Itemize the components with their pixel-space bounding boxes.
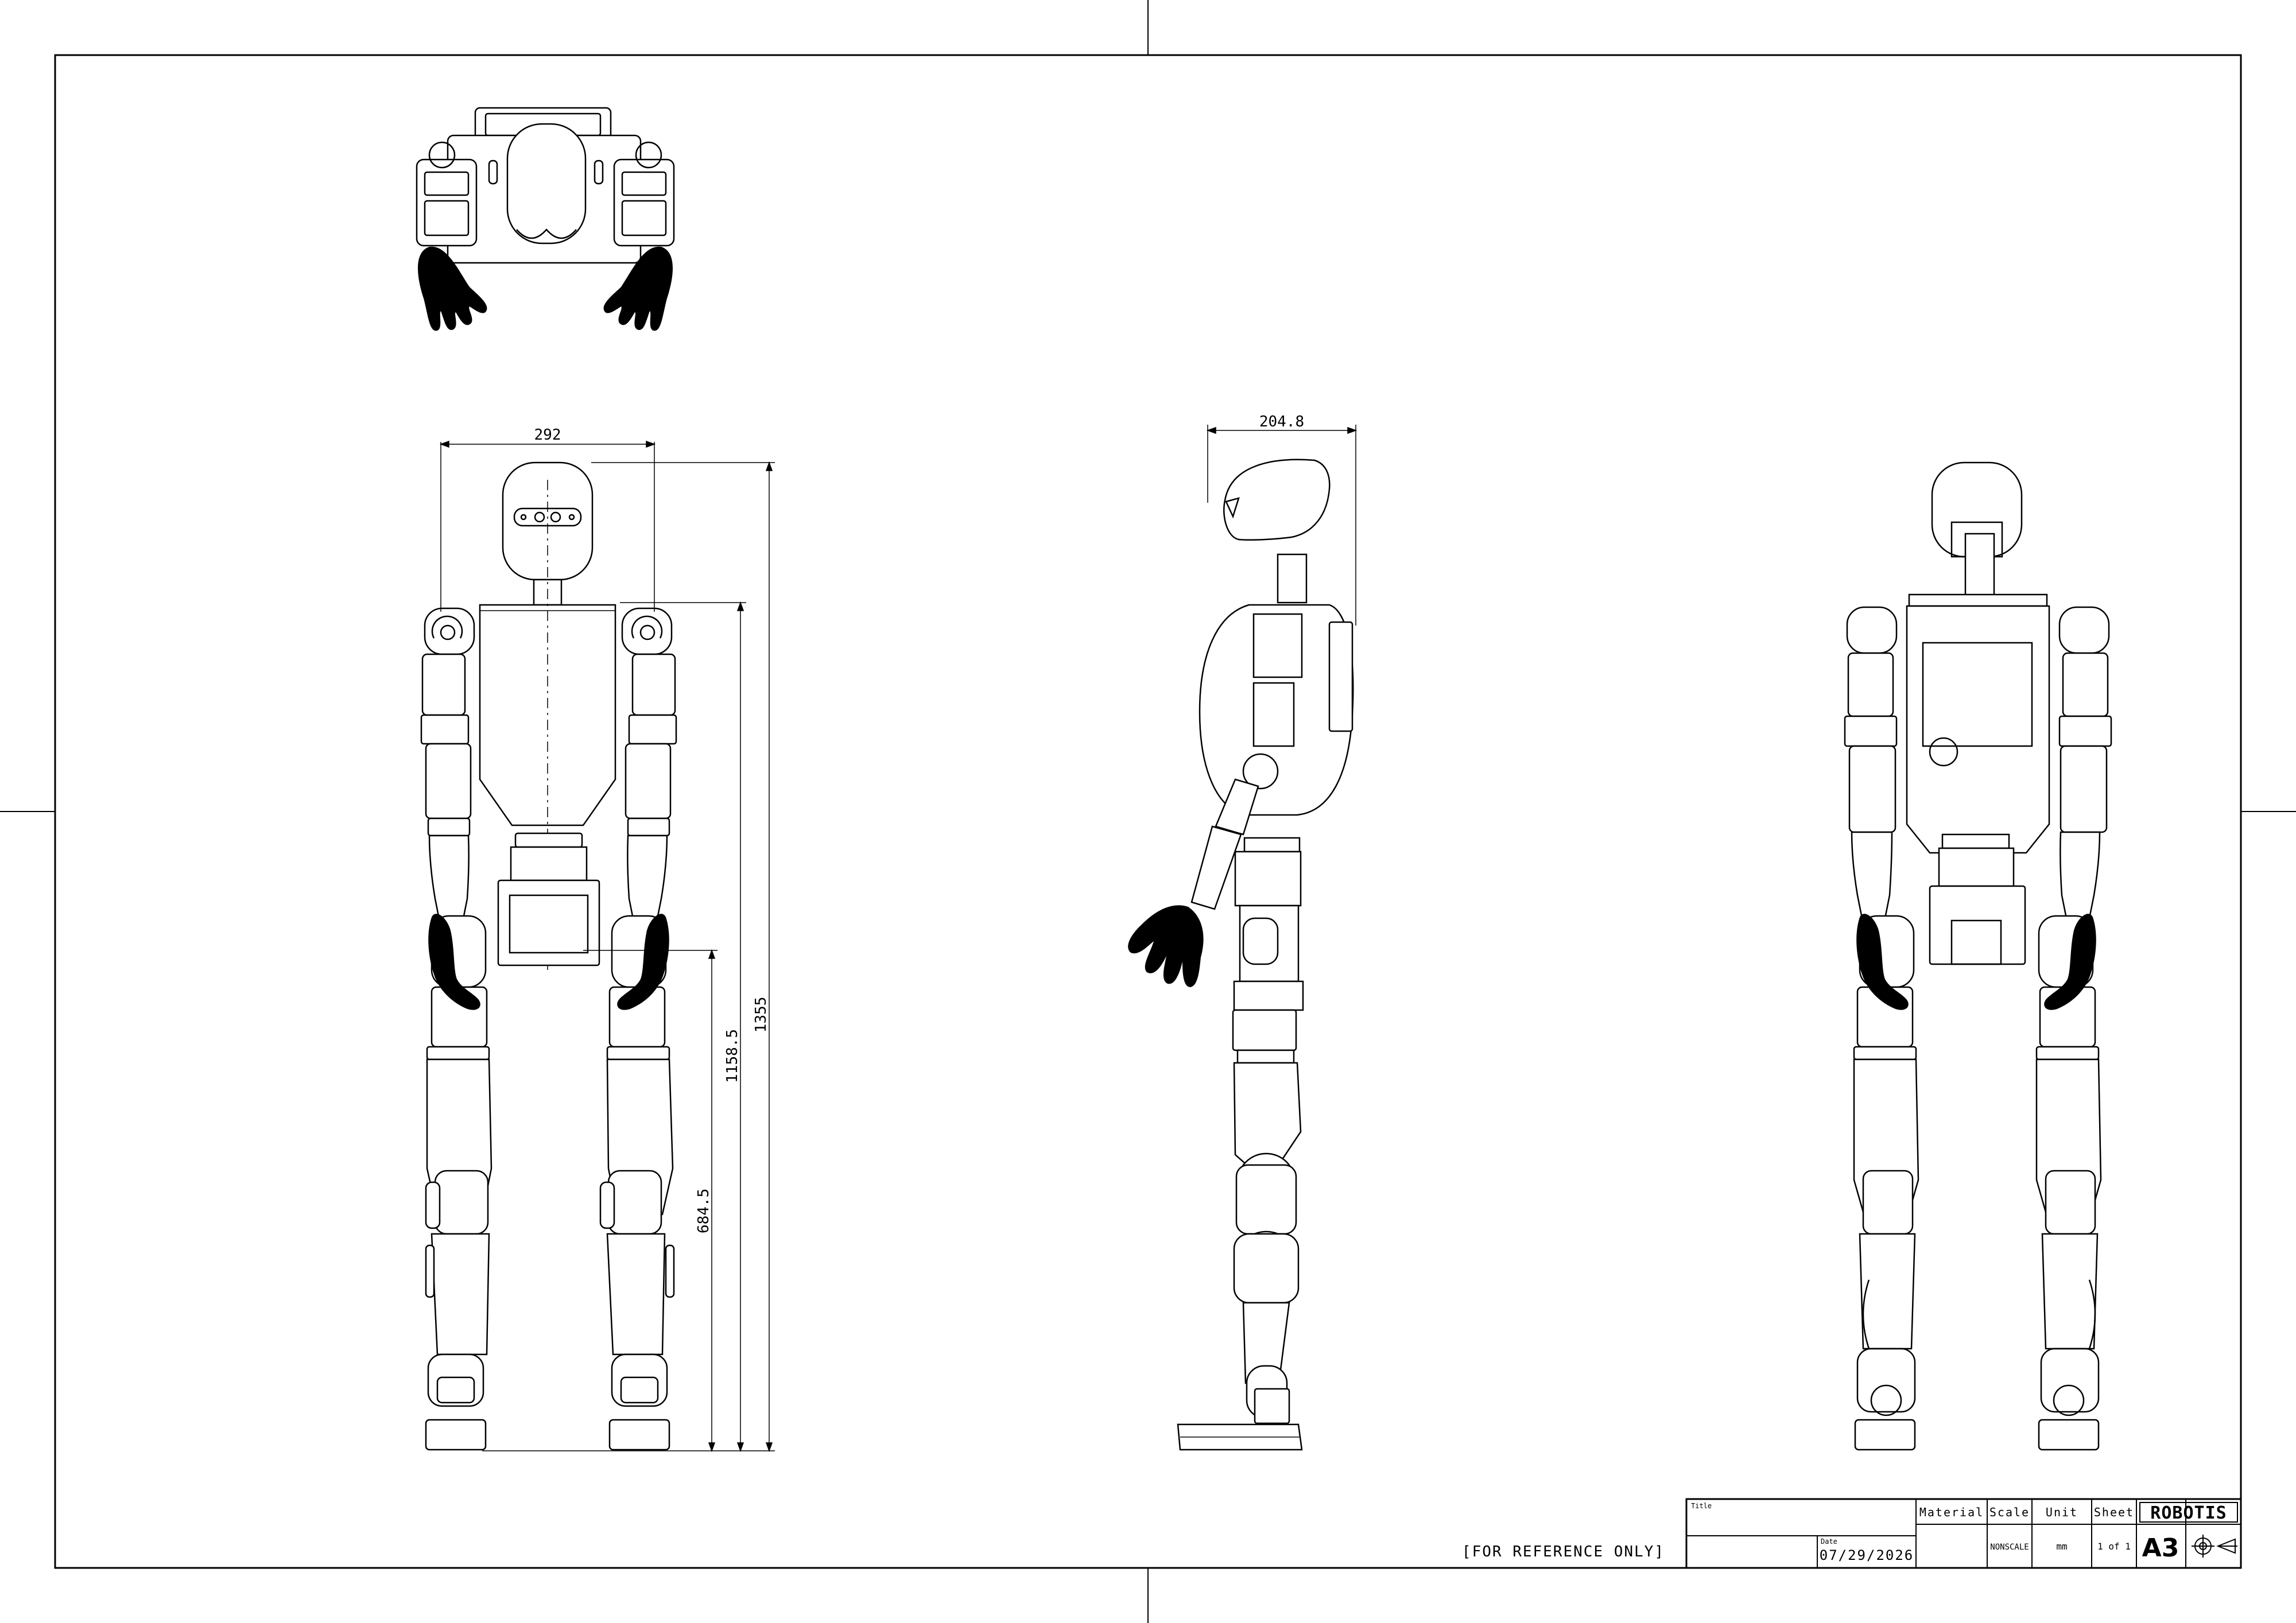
back-view xyxy=(1844,461,2112,1451)
unit-value: mm xyxy=(2056,1541,2067,1552)
dim-side-depth: 204.8 xyxy=(1259,413,1304,430)
unit-label: Unit xyxy=(2046,1505,2078,1519)
top-view xyxy=(416,107,675,264)
date-value: 07/29/2026 xyxy=(1820,1547,1914,1563)
scale-label: Scale xyxy=(1989,1505,2030,1519)
third-angle-projection-icon xyxy=(2192,1535,2237,1558)
date-label: Date xyxy=(1821,1537,1837,1546)
sheet-label: Sheet xyxy=(2094,1505,2134,1519)
front-view xyxy=(420,461,677,1451)
title-label: Title xyxy=(1691,1502,1712,1510)
side-dimensions xyxy=(1206,425,1358,626)
front-view-hands xyxy=(428,914,669,1010)
reference-note: [FOR REFERENCE ONLY] xyxy=(1462,1543,1665,1560)
dim-front-width: 292 xyxy=(534,426,561,444)
dim-shoulder-height: 1158.5 xyxy=(724,1029,741,1083)
scale-value: NONSCALE xyxy=(1990,1543,2029,1552)
title-block xyxy=(1685,1498,2242,1569)
brand-logo: ROBOTIS xyxy=(2150,1503,2227,1523)
front-dimensions xyxy=(439,440,775,1453)
back-view-hands xyxy=(1856,914,2096,1010)
side-view xyxy=(1177,459,1354,1451)
material-label: Material xyxy=(1919,1505,1984,1519)
dim-hip-height: 684.5 xyxy=(695,1189,712,1233)
dim-total-height: 1355 xyxy=(753,997,770,1033)
paper-size: A3 xyxy=(2142,1533,2179,1563)
top-view-hands xyxy=(418,246,673,331)
side-view-hand xyxy=(1128,905,1204,987)
sheet-value: 1 of 1 xyxy=(2097,1541,2131,1552)
